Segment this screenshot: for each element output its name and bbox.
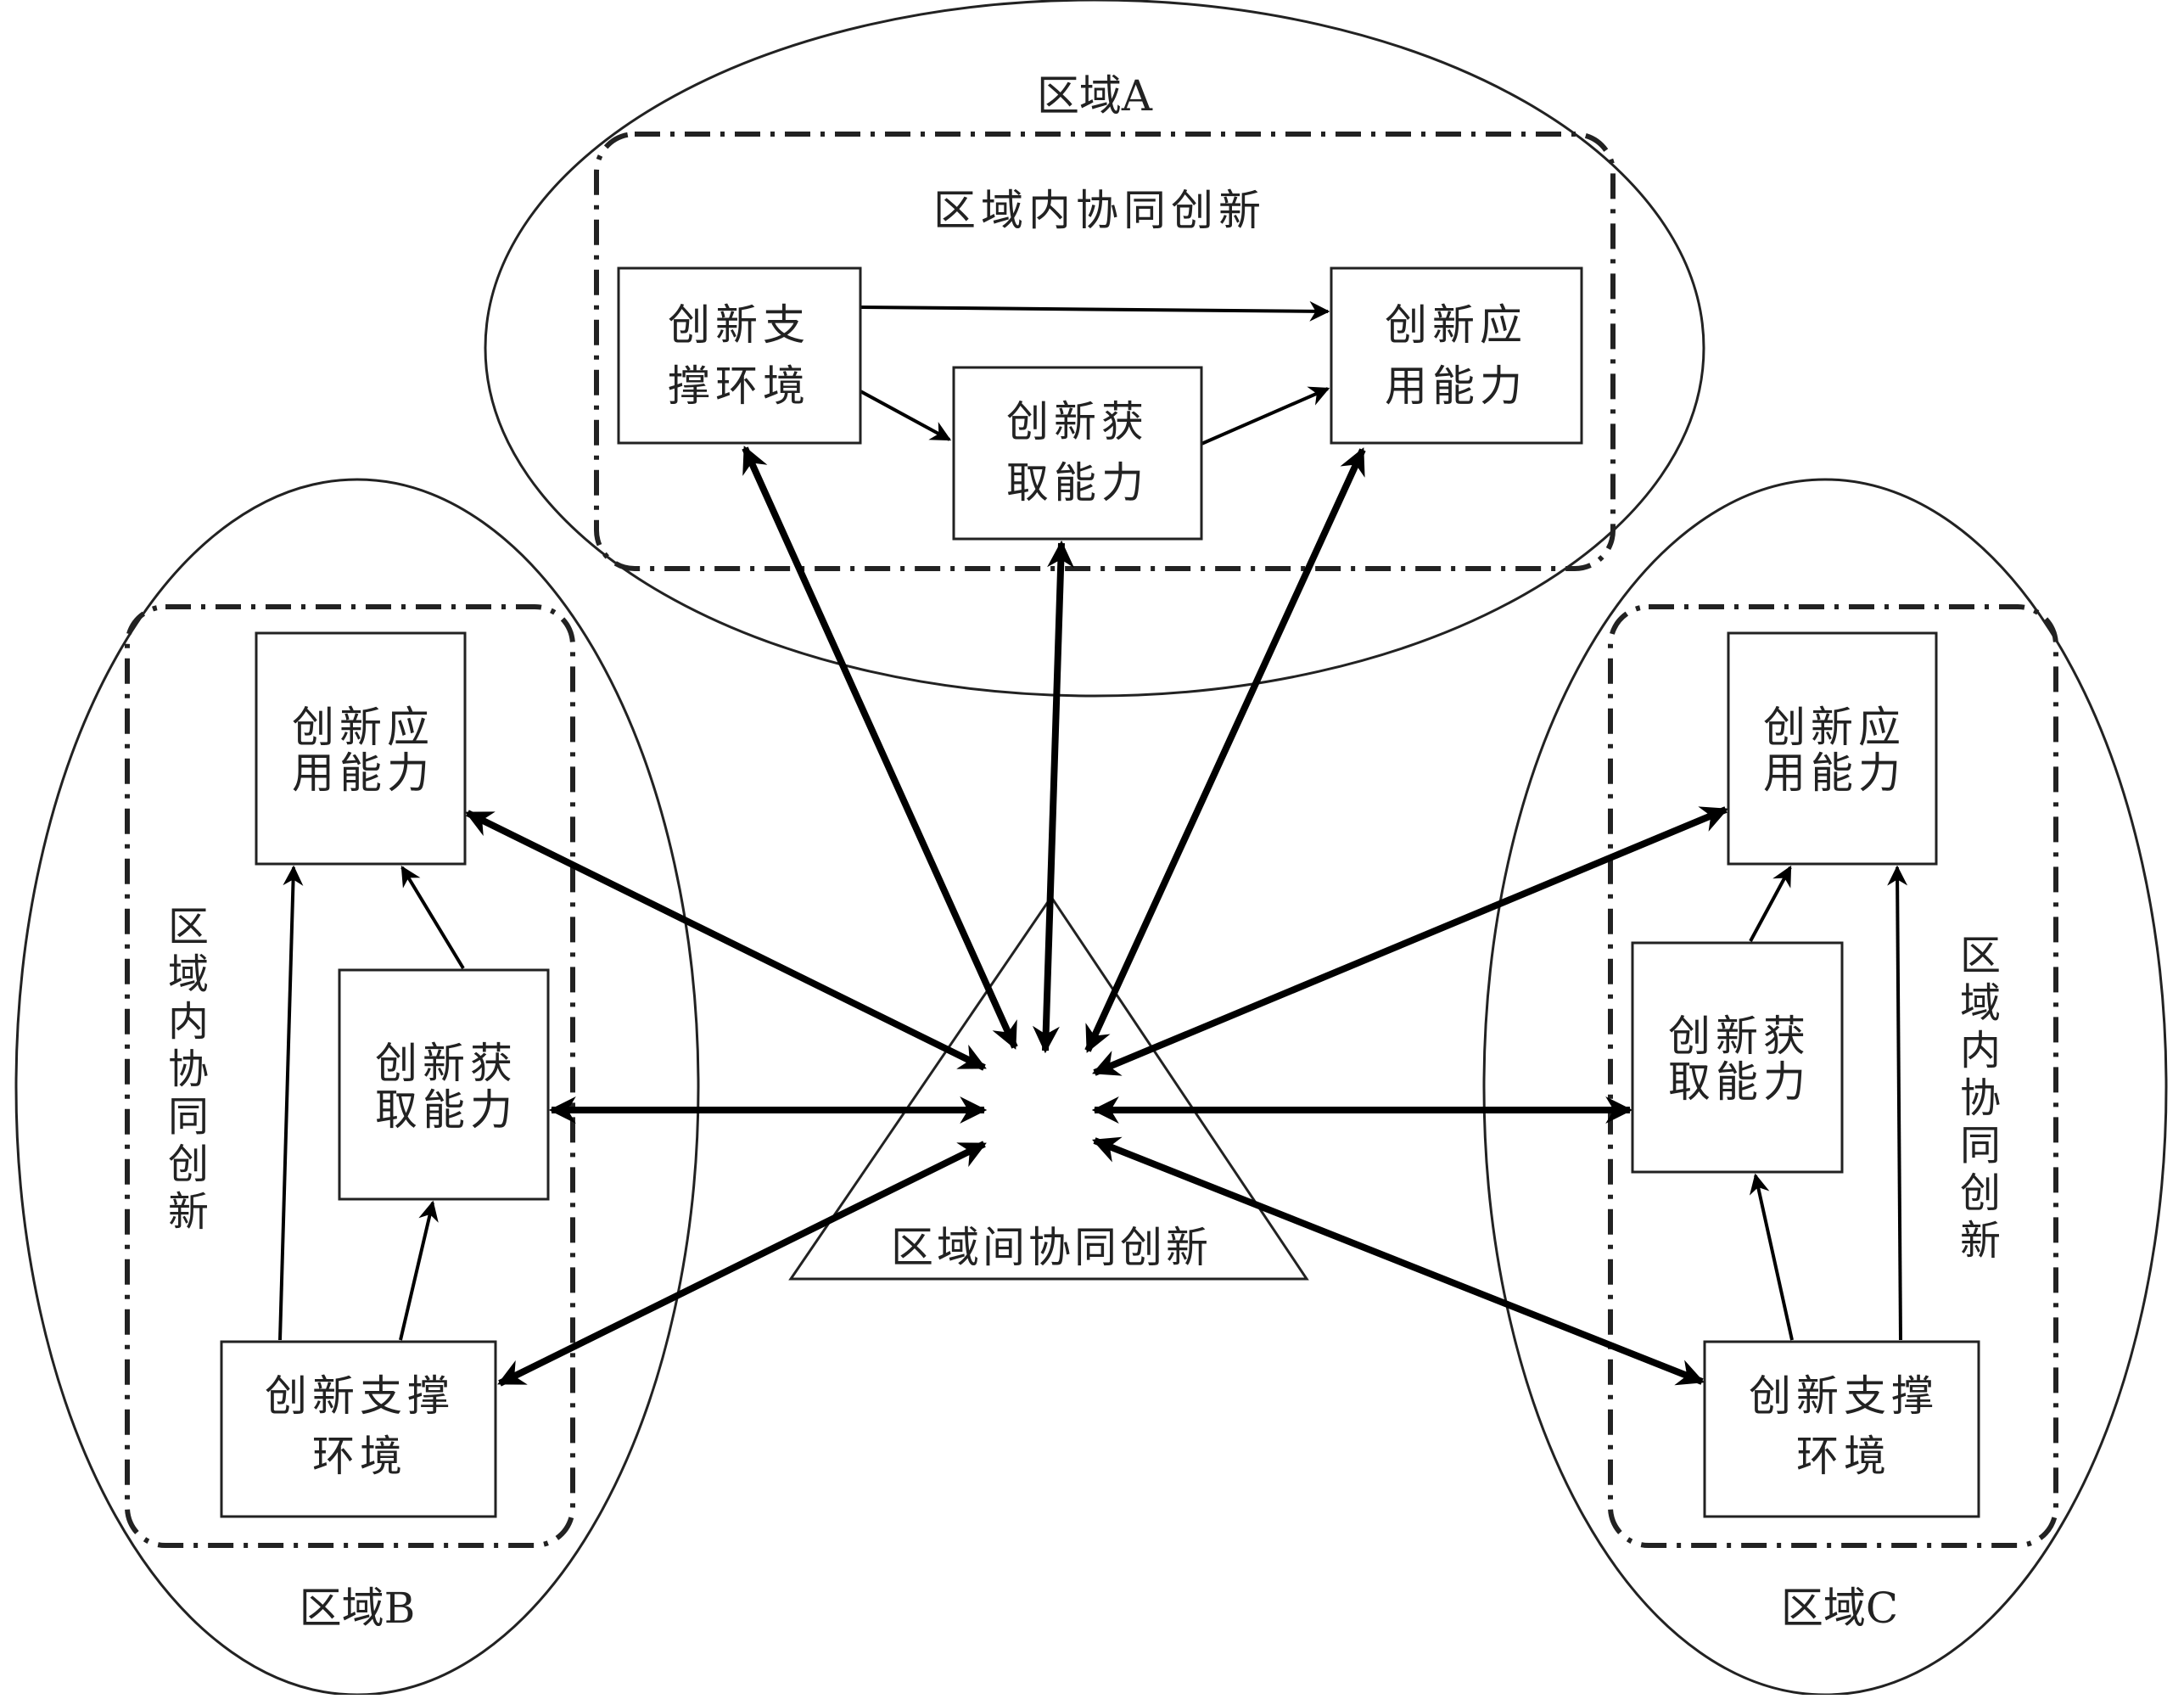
edge-a_support-to-a_apply <box>860 300 1330 322</box>
node-a-apply-line2: 用能力 <box>1385 362 1527 411</box>
node-b-apply-line1: 创新应 <box>292 703 434 752</box>
edge-c_support-to-c_apply <box>1887 865 1908 1341</box>
region-c-intra-frame <box>1608 604 2058 1548</box>
region-c-intra-char: 区 <box>1960 932 2001 979</box>
node-c-support-line1: 创新支撑 <box>1749 1371 1939 1421</box>
node-a-acquire: 创新获 取能力 <box>952 366 1203 541</box>
region-b-intra-char: 同 <box>168 1093 209 1141</box>
edge-c_support-to-c_acquire <box>1749 1173 1794 1341</box>
region-c-intra-char: 内 <box>1960 1027 2001 1074</box>
inter-edge-a_acquire <box>1032 540 1075 1054</box>
node-a-acquire-line1: 创新获 <box>1006 397 1149 446</box>
edge-b_support-to-b_acquire <box>399 1200 439 1341</box>
inter-region-edges <box>465 446 1728 1387</box>
node-a-apply-line1: 创新应 <box>1385 300 1527 350</box>
node-c-apply-line1: 创新应 <box>1763 703 1906 752</box>
region-b-intra-char: 域 <box>168 950 209 998</box>
node-b-support-line1: 创新支撑 <box>265 1371 455 1421</box>
region-b-intra-char: 新 <box>168 1188 209 1236</box>
node-c-acquire-line2: 取能力 <box>1668 1057 1811 1107</box>
region-c-intra-char: 域 <box>1960 979 2001 1027</box>
node-b-support-line2: 环境 <box>312 1432 407 1481</box>
region-b-intra-frame <box>125 604 575 1548</box>
node-c-apply: 创新应 用能力 <box>1727 631 1938 866</box>
node-b-acquire-line1: 创新获 <box>375 1039 518 1088</box>
inter-edge-b_support <box>497 1141 987 1387</box>
edge-b_acquire-to-b_apply <box>400 865 465 970</box>
node-b-acquire: 创新获 取能力 <box>338 968 550 1201</box>
region-c-intra-char: 创 <box>1960 1169 2001 1217</box>
edge-c_acquire-to-c_apply <box>1749 865 1792 942</box>
node-b-acquire-line2: 取能力 <box>375 1085 518 1135</box>
region-b-intra-label: 区 域 内 协 同 创 新 <box>168 903 209 1236</box>
inter-edge-c_support <box>1092 1136 1705 1386</box>
edge-a_acquire-to-a_apply <box>1201 386 1330 446</box>
region-a-intra-label: 区域内协同创新 <box>933 186 1266 235</box>
region-c-intra-char: 协 <box>1960 1074 2001 1122</box>
node-a-apply: 创新应 用能力 <box>1330 266 1583 445</box>
inter-edge-b_apply <box>465 810 987 1071</box>
node-b-apply-line2: 用能力 <box>292 749 434 798</box>
node-c-support: 创新支撑 环境 <box>1703 1340 1980 1518</box>
node-c-acquire: 创新获 取能力 <box>1631 941 1844 1174</box>
region-b-intra-char: 创 <box>168 1141 209 1188</box>
node-c-acquire-line1: 创新获 <box>1668 1012 1811 1061</box>
region-b-intra-char: 内 <box>168 998 209 1046</box>
edge-b_support-to-b_apply <box>278 865 304 1341</box>
region-b-intra-char: 区 <box>168 903 209 950</box>
center-label: 区域间协同创新 <box>891 1223 1212 1272</box>
node-a-support-line1: 创新支 <box>668 300 810 350</box>
node-a-acquire-line2: 取能力 <box>1006 458 1149 507</box>
region-c-intra-char: 同 <box>1960 1122 2001 1169</box>
node-a-support-line2: 撑环境 <box>668 362 810 411</box>
region-c-intra-label: 区 域 内 协 同 创 新 <box>1960 932 2001 1264</box>
region-c-intra-char: 新 <box>1960 1217 2001 1264</box>
region-b-label: 区域B <box>300 1584 416 1633</box>
node-b-support: 创新支撑 环境 <box>220 1340 497 1518</box>
node-c-apply-line2: 用能力 <box>1763 749 1906 798</box>
region-c-label: 区域C <box>1781 1584 1898 1633</box>
region-a-label: 区域A <box>1037 71 1153 121</box>
edge-a_support-to-a_acquire <box>860 390 952 441</box>
inter-edge-c_apply <box>1092 806 1728 1076</box>
node-c-support-line2: 环境 <box>1796 1432 1891 1481</box>
intra-region-edges <box>278 300 1908 1341</box>
region-b-intra-char: 协 <box>168 1046 209 1093</box>
node-a-support: 创新支 撑环境 <box>617 266 862 445</box>
node-b-apply: 创新应 用能力 <box>255 631 467 866</box>
